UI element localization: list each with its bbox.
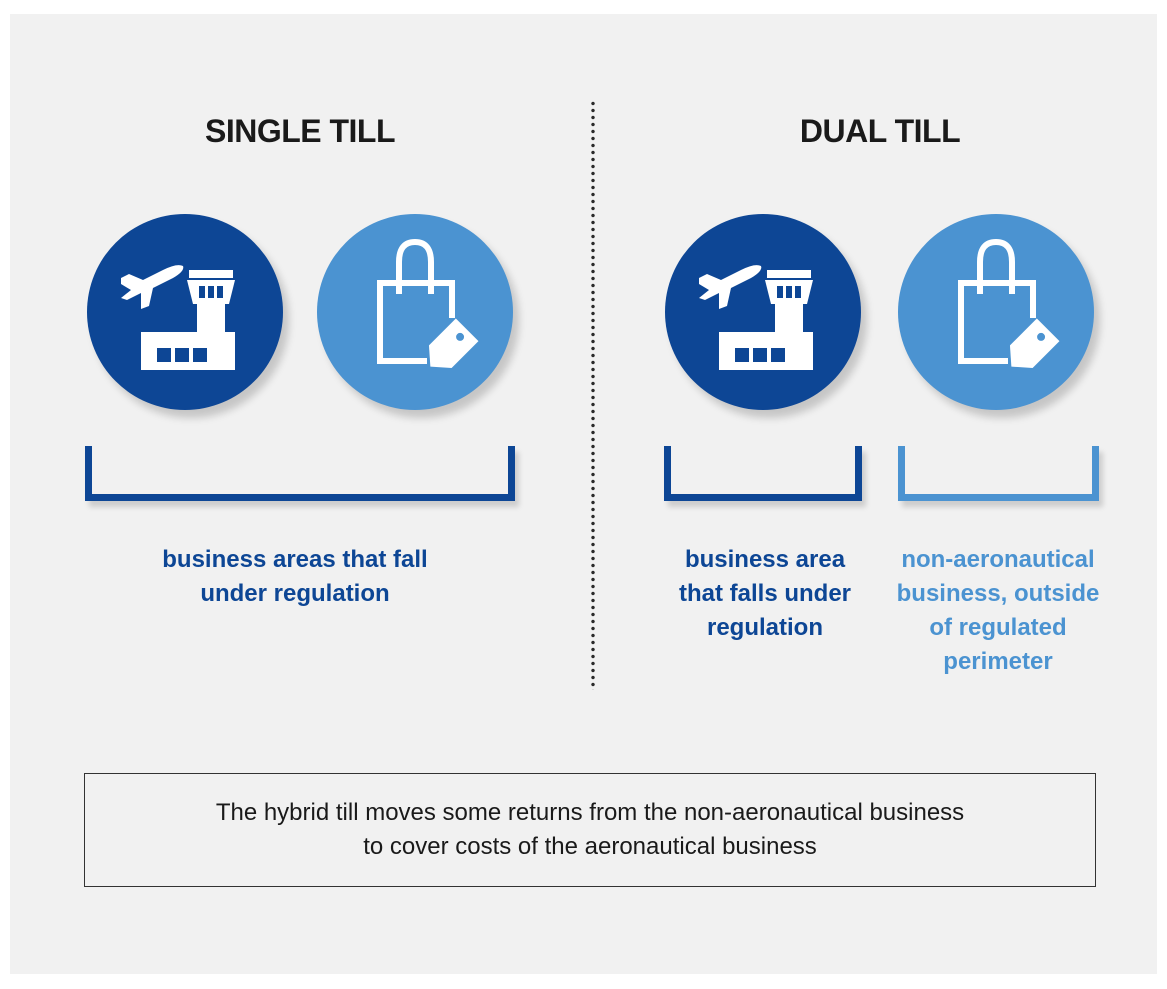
shopping-bag-price-tag-icon <box>317 214 513 410</box>
shopping-bag-price-tag-icon-graphic <box>377 238 479 369</box>
single-till-title: SINGLE TILL <box>204 113 396 149</box>
airport-tower-plane-icon-graphic <box>699 265 813 370</box>
hybrid-till-note-line: to cover costs of the aeronautical busin… <box>363 833 817 860</box>
dual-till-non-regulated-label-line: business, outside <box>896 580 1100 607</box>
dual-till-regulated-label-line: that falls under <box>678 580 852 607</box>
dual-till-non-regulated-label: non-aeronautical business, outside of re… <box>878 543 1118 679</box>
hybrid-till-note-box: The hybrid till moves some returns from … <box>84 773 1096 887</box>
single-till-regulated-bracket <box>85 446 515 501</box>
airport-tower-plane-icon <box>87 214 283 410</box>
airport-tower-plane-icon-graphic <box>121 265 235 370</box>
dual-till-regulated-bracket <box>664 446 862 501</box>
shopping-bag-price-tag-icon-graphic <box>958 238 1060 369</box>
dotted-divider <box>591 100 595 690</box>
shopping-bag-price-tag-icon <box>898 214 1094 410</box>
dual-till-non-regulated-label-line: non-aeronautical <box>901 546 1095 573</box>
dual-till-regulated-label: business area that falls under regulatio… <box>640 543 890 645</box>
single-till-label-line: under regulation <box>200 580 390 607</box>
dual-till-non-regulated-label-line: of regulated <box>929 614 1067 641</box>
dual-till-regulated-label-line: business area <box>684 546 846 573</box>
single-till-label: business areas that fall under regulatio… <box>110 543 480 611</box>
hybrid-till-note-line: The hybrid till moves some returns from … <box>215 799 965 826</box>
airport-tower-plane-icon <box>665 214 861 410</box>
dual-till-non-regulated-label-line: perimeter <box>943 648 1053 675</box>
dual-till-title: DUAL TILL <box>799 113 961 149</box>
single-till-label-line: business areas that fall <box>162 546 428 573</box>
dual-till-regulated-label-line: regulation <box>706 614 823 641</box>
dual-till-non-regulated-bracket <box>898 446 1099 501</box>
